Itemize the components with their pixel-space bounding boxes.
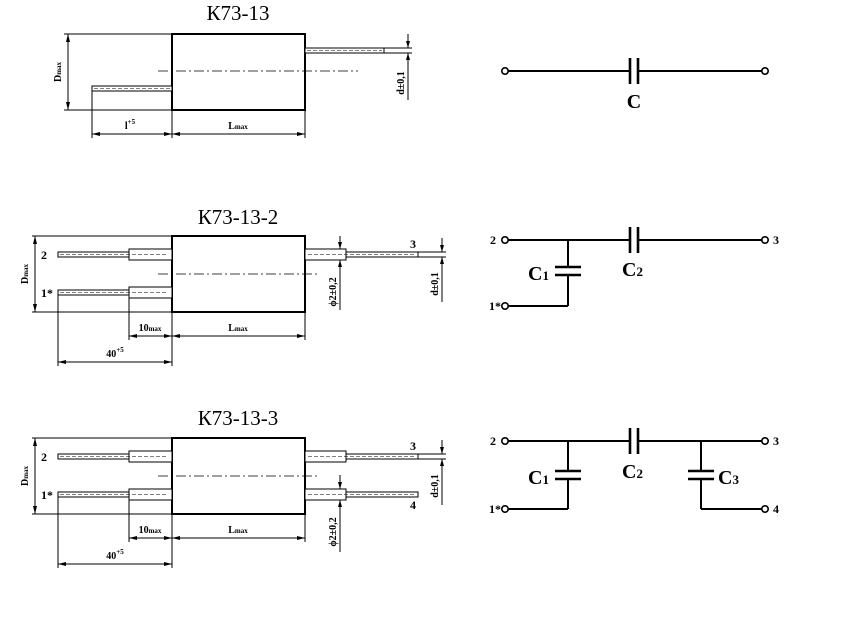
dim-l-label: Lmax <box>228 121 248 132</box>
terminal-label: 4 <box>773 502 779 516</box>
terminal <box>760 436 769 445</box>
schematic-symbol: C <box>500 58 769 113</box>
dim-dia-label: d±0,1 <box>430 272 441 296</box>
cap-label: C <box>627 91 641 113</box>
dim-sleeve-dia-label: ϕ2±0,2 <box>328 277 339 306</box>
cap-label: C2 <box>622 461 643 483</box>
dim-sleeve-label: 10max <box>139 323 162 334</box>
terminal <box>760 504 769 513</box>
pin-label: 1* <box>41 286 53 300</box>
mechanical-drawing: Dmax l+5 Lmax d±0,1 <box>53 33 412 138</box>
terminal-label: 2 <box>490 233 496 247</box>
dim-sleeve-dia-label: ϕ2±0,2 <box>328 517 339 546</box>
pin-label: 3 <box>410 439 416 453</box>
terminal <box>500 504 509 513</box>
cap-label: C1 <box>528 263 549 285</box>
cap-label: C1 <box>528 467 549 489</box>
mechanical-drawing: 2 1* 3 Dmax 10max Lmax <box>20 235 446 366</box>
variant-k73-13-3: К73-13-3 2 1* 3 4 <box>20 406 779 568</box>
pin-label: 2 <box>41 450 47 464</box>
variant-title: К73-13-3 <box>198 406 279 430</box>
dim-dia-label: d±0,1 <box>396 71 407 95</box>
terminal-label: 3 <box>773 233 779 247</box>
dim-d-label: Dmax <box>20 263 31 284</box>
pin-label: 1* <box>41 488 53 502</box>
dim-d-label: Dmax <box>20 465 31 486</box>
terminal <box>500 236 509 245</box>
dim-l-label: Lmax <box>228 525 248 536</box>
dim-dia-label: d±0,1 <box>430 474 441 498</box>
terminal <box>760 67 769 76</box>
terminal-label: 2 <box>490 434 496 448</box>
terminal <box>500 436 509 445</box>
pin-label: 2 <box>41 248 47 262</box>
dim-lead-label: 40+5 <box>106 548 124 562</box>
dim-d-label: Dmax <box>53 61 64 82</box>
terminal-label: 3 <box>773 434 779 448</box>
schematic-symbol: 2 3 1* 4 C1 C2 C3 <box>489 428 779 516</box>
mechanical-drawing: 2 1* 3 4 Dmax 10max Lmax <box>20 437 446 568</box>
terminal-label: 1* <box>489 299 501 313</box>
pin-label: 3 <box>410 237 416 251</box>
variant-k73-13-2: К73-13-2 2 1* 3 Dmax <box>20 205 779 366</box>
dim-l-label: Lmax <box>228 323 248 334</box>
terminal <box>500 301 509 310</box>
dim-lead-label: l+5 <box>125 118 136 132</box>
variant-title: К73-13 <box>207 1 270 25</box>
schematic-symbol: 2 3 1* C1 C2 <box>489 227 779 313</box>
capacitor-body <box>171 33 306 111</box>
cap-label: C3 <box>718 467 739 489</box>
dim-lead-label: 40+5 <box>106 346 124 360</box>
terminal-label: 1* <box>489 502 501 516</box>
terminal <box>760 236 769 245</box>
pin-label: 4 <box>410 498 416 512</box>
dim-sleeve-label: 10max <box>139 525 162 536</box>
terminal <box>500 67 509 76</box>
cap-label: C2 <box>622 259 643 281</box>
variant-title: К73-13-2 <box>198 205 279 229</box>
variant-k73-13: К73-13 Dmax l+5 <box>53 1 769 138</box>
